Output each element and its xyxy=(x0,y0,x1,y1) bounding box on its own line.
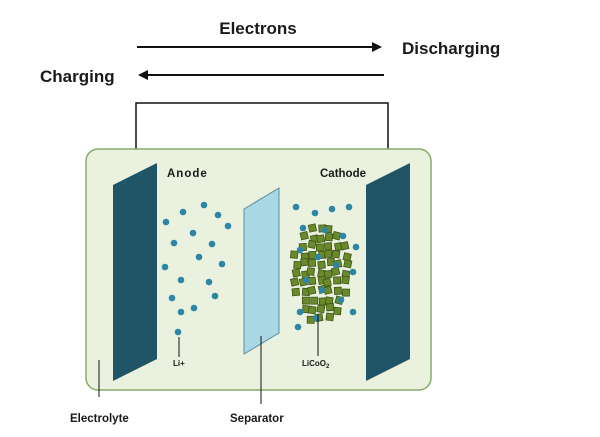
licoo2-crystal xyxy=(293,260,302,270)
licoo2-crystal xyxy=(310,296,319,305)
lithium-ion xyxy=(208,240,216,248)
lithium-ion xyxy=(349,308,357,316)
licoo2-crystal xyxy=(291,268,301,278)
lithium-ion xyxy=(177,276,185,284)
cathode-electrode xyxy=(366,163,410,381)
licoo2-crystal xyxy=(299,230,309,241)
licoo2-crystal xyxy=(324,242,333,251)
licoo2-crystal xyxy=(325,303,335,312)
lithium-ion xyxy=(195,253,203,261)
lithium-ion xyxy=(205,278,213,286)
anode-label: Anode xyxy=(167,168,208,180)
lithium-ion xyxy=(189,229,197,237)
lithium-ion xyxy=(224,222,232,230)
electrons-label: Electrons xyxy=(219,19,296,38)
licoo2-crystal xyxy=(307,276,317,286)
lithium-ion xyxy=(292,203,300,211)
licoo2-crystal xyxy=(300,257,309,267)
licoo2-crystal xyxy=(340,241,350,251)
lithium-ion xyxy=(218,260,226,268)
lithium-ion xyxy=(349,268,357,276)
lithium-ion xyxy=(177,308,185,316)
licoo2-crystal xyxy=(315,243,324,252)
lithium-ion xyxy=(328,205,336,213)
licoo2-crystal xyxy=(307,239,317,249)
lithium-ion xyxy=(299,224,307,232)
licoo2-crystal xyxy=(317,260,326,270)
lithium-ion xyxy=(311,209,319,217)
lithium-ion xyxy=(170,239,178,247)
licoo2-crystal xyxy=(316,304,326,314)
licoo2-crystal xyxy=(333,306,342,316)
li-ion-label: Li+ xyxy=(173,359,185,368)
lithium-ion xyxy=(162,218,170,226)
lithium-ion xyxy=(345,203,353,211)
electrolyte-label: Electrolyte xyxy=(70,413,129,425)
lithium-ion xyxy=(211,292,219,300)
licoo2-crystal xyxy=(341,275,350,285)
licoo2-crystal xyxy=(289,250,299,259)
licoo2-crystal xyxy=(323,269,333,279)
licoo2-base: LiCoO xyxy=(302,359,326,368)
licoo2-crystal xyxy=(306,267,315,276)
licoo2-crystal xyxy=(291,287,301,297)
licoo2-crystal xyxy=(301,296,310,305)
licoo2-label: LiCoO2 xyxy=(302,359,330,370)
lithium-ion xyxy=(214,211,222,219)
licoo2-crystal xyxy=(307,223,318,233)
anode-electrode xyxy=(113,163,157,381)
lithium-ion xyxy=(179,208,187,216)
licoo2-crystal xyxy=(325,312,335,322)
lithium-ion xyxy=(294,323,302,331)
lithium-ion xyxy=(318,286,326,294)
discharging-label: Discharging xyxy=(402,39,500,58)
cathode-label: Cathode xyxy=(320,168,366,180)
lithium-ion xyxy=(352,243,360,251)
lithium-ion xyxy=(339,232,347,240)
lithium-ions-anode xyxy=(161,201,232,336)
lithium-ion xyxy=(190,304,198,312)
licoo2-crystal xyxy=(307,258,317,268)
lithium-ions-cathode xyxy=(292,203,360,331)
lithium-ion xyxy=(314,253,322,261)
lithium-ion xyxy=(168,294,176,302)
separator xyxy=(243,187,280,355)
licoo2-crystal xyxy=(331,249,341,259)
licoo2-crystal xyxy=(343,259,353,269)
lithium-ion xyxy=(337,296,345,304)
separator-label: Separator xyxy=(230,413,284,425)
licoo2-crystal xyxy=(330,266,341,277)
cathode-crystal-lattice xyxy=(289,223,353,324)
lithium-ion xyxy=(332,261,340,269)
licoo2-crystal xyxy=(316,234,326,244)
licoo2-crystal xyxy=(331,230,342,241)
lithium-ion xyxy=(302,276,310,284)
licoo2-crystal xyxy=(322,277,332,288)
licoo2-crystal xyxy=(333,276,342,285)
lithium-ion xyxy=(296,246,304,254)
licoo2-crystal xyxy=(324,232,334,242)
external-circuit-wire xyxy=(135,102,389,184)
lithium-ion xyxy=(296,308,304,316)
licoo2-crystal xyxy=(342,288,350,297)
licoo2-crystal xyxy=(333,286,343,295)
lithium-ion xyxy=(321,226,329,234)
licoo2-subscript: 2 xyxy=(326,364,330,370)
licoo2-crystal xyxy=(323,249,333,259)
licoo2-crystal xyxy=(289,277,300,287)
lithium-ion xyxy=(161,263,169,271)
licoo2-crystal xyxy=(307,285,317,296)
licoo2-crystal xyxy=(307,305,317,315)
lithium-ion xyxy=(174,328,182,336)
lithium-ion xyxy=(200,201,208,209)
charging-label: Charging xyxy=(40,67,115,86)
